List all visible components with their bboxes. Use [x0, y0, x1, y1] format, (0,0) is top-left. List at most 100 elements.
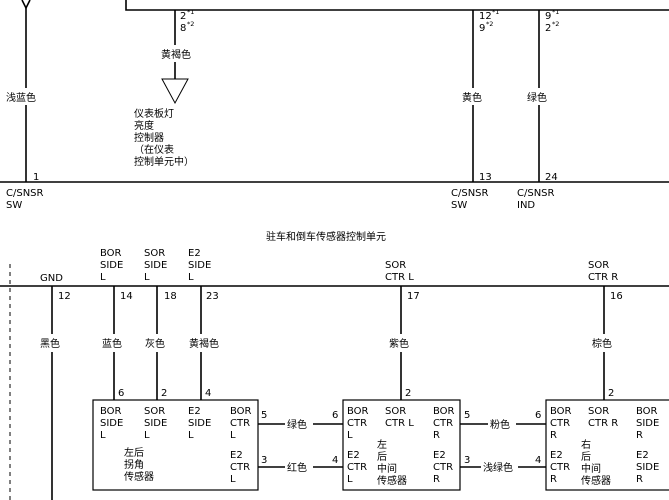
- terminal-name: SOR: [385, 260, 406, 271]
- pin-label: 24: [545, 172, 558, 183]
- connector-label: IND: [517, 200, 535, 211]
- pin-label: 4: [535, 455, 541, 466]
- sensor-name: 中间: [581, 462, 601, 475]
- terminal-name: E2: [433, 450, 446, 461]
- dimmer-note-line: 控制单元中）: [134, 155, 194, 168]
- sensor-name: 右: [581, 438, 591, 451]
- pin-label: 2: [180, 11, 186, 22]
- terminal-name: E2: [347, 450, 360, 461]
- terminal-name: SOR: [588, 260, 609, 271]
- terminal-name: R: [636, 474, 643, 485]
- terminal-name: BOR: [100, 248, 122, 259]
- terminal-name: CTR R: [588, 418, 618, 429]
- unit-wires: 黑色 蓝色 灰色 黄褐色 紫色 棕色: [40, 286, 612, 500]
- pin-label: 3: [464, 455, 470, 466]
- terminal-name: CTR: [550, 418, 570, 429]
- terminal-name: CTR L: [385, 418, 414, 429]
- pin-label: 3: [261, 455, 267, 466]
- terminal-name: R: [550, 430, 557, 441]
- terminal-name: SIDE: [100, 418, 123, 429]
- terminal-name: CTR: [433, 418, 453, 429]
- terminal-name: L: [230, 474, 236, 485]
- terminal-name: SOR: [144, 248, 165, 259]
- sensor-left-rear-corner: 6 2 4 BOR SIDE L SOR SIDE L E2 SIDE L BO…: [92, 388, 267, 491]
- wire-color-label: 粉色: [490, 418, 510, 431]
- pin-label: 13: [479, 172, 492, 183]
- terminal-name: BOR: [347, 406, 369, 417]
- wire-color-label: 紫色: [389, 337, 409, 350]
- terminal-name: E2: [230, 450, 243, 461]
- terminal-name: SOR: [588, 406, 609, 417]
- terminal-name: CTR: [230, 418, 250, 429]
- terminal-name: BOR: [636, 406, 658, 417]
- wire-color-label: 浅蓝色: [6, 91, 36, 104]
- sensor-name: 后: [581, 451, 591, 463]
- terminal-name: CTR: [550, 462, 570, 473]
- connector-label: SW: [451, 200, 467, 211]
- terminal-name: L: [144, 272, 150, 283]
- wire-color-label: 灰色: [145, 337, 165, 350]
- terminal-name: L: [347, 430, 353, 441]
- wire-color-label: 黑色: [40, 337, 60, 350]
- terminal-name: SIDE: [636, 462, 659, 473]
- sensor-right-rear-center: 6 4 2 BOR CTR R E2 CTR R SOR CTR R BOR S…: [535, 388, 669, 491]
- inter-sensor-wires-left: 绿色 红色: [258, 418, 343, 474]
- pin-label: 9: [545, 11, 551, 22]
- terminal-name: SIDE: [636, 418, 659, 429]
- pin-label: 17: [407, 291, 420, 302]
- sensor-name: 后: [377, 451, 387, 463]
- terminal-name: GND: [40, 273, 63, 284]
- terminal-name: R: [433, 430, 440, 441]
- pin-label: 6: [535, 410, 541, 421]
- sensor-box: [545, 399, 669, 491]
- connector-label: C/SNSR: [451, 188, 489, 199]
- pin-label: 4: [332, 455, 338, 466]
- sensor-name: 拐角: [124, 458, 144, 471]
- sensor-name: 左: [377, 438, 387, 451]
- pin-label: 2: [545, 23, 551, 34]
- dimmer-note-line: （在仪表: [134, 143, 174, 156]
- inter-sensor-wires-right: 粉色 浅绿色: [460, 418, 546, 474]
- connector-label: C/SNSR: [6, 188, 44, 199]
- terminal-name: CTR: [347, 462, 367, 473]
- terminal-name: L: [230, 430, 236, 441]
- pin-label: 5: [464, 410, 470, 421]
- pin-label: 1: [33, 172, 39, 183]
- terminal-name: R: [433, 474, 440, 485]
- pin-label: 6: [332, 410, 338, 421]
- wire-color-label: 浅绿色: [483, 461, 513, 474]
- terminal-name: E2: [636, 450, 649, 461]
- pin-variant-label: *2: [552, 20, 559, 28]
- terminal-name: CTR: [347, 418, 367, 429]
- pin-label: 9: [479, 23, 485, 34]
- connector-label: C/SNSR: [517, 188, 555, 199]
- terminal-name: R: [636, 430, 643, 441]
- pin-variant-label: *2: [486, 20, 493, 28]
- sensor-left-rear-center: 6 4 2 BOR CTR L E2 CTR L SOR CTR L BOR C…: [332, 388, 470, 491]
- wire-color-label: 黄褐色: [161, 48, 191, 61]
- terminal-name: SIDE: [100, 260, 123, 271]
- terminal-name: SOR: [144, 406, 165, 417]
- terminal-name: SIDE: [188, 418, 211, 429]
- pin-label: 2: [608, 388, 614, 399]
- terminal-name: BOR: [433, 406, 455, 417]
- wire-color-label: 黄褐色: [189, 337, 219, 350]
- terminal-name: SOR: [385, 406, 406, 417]
- terminal-name: R: [550, 474, 557, 485]
- terminal-name: CTR: [230, 462, 250, 473]
- terminal-name: L: [144, 430, 150, 441]
- pin-variant-label: *1: [492, 8, 499, 16]
- terminal-name: L: [100, 430, 106, 441]
- terminal-name: CTR: [433, 462, 453, 473]
- pin-label: 12: [58, 291, 71, 302]
- sensor-name: 传感器: [124, 470, 154, 483]
- wire-color-label: 绿色: [527, 91, 547, 104]
- pin-label: 6: [118, 388, 124, 399]
- terminal-name: BOR: [230, 406, 252, 417]
- terminal-name: L: [188, 430, 194, 441]
- pin-variant-label: *1: [187, 8, 194, 16]
- pin-label: 2: [161, 388, 167, 399]
- pin-variant-label: *1: [552, 8, 559, 16]
- terminal-name: E2: [188, 406, 201, 417]
